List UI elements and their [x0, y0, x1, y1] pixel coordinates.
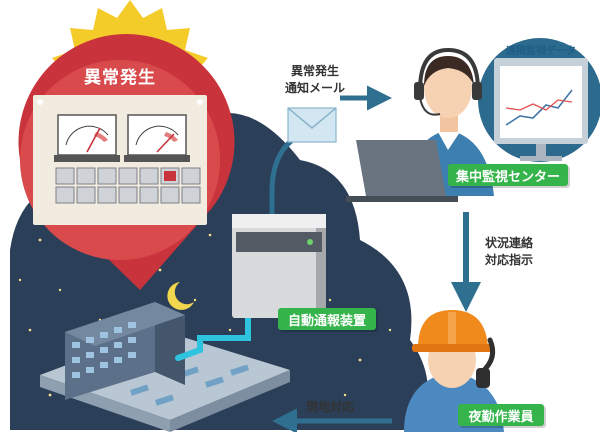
status-contact-line2: 対応指示 — [484, 253, 533, 267]
moon-icon — [167, 282, 194, 310]
auto-device-label: 自動通報装置 — [278, 308, 376, 330]
remote-screen-title: 遠隔監視データ — [506, 45, 576, 57]
signal-cable — [175, 309, 251, 361]
gauge-left-icon — [54, 114, 120, 162]
email-envelope-icon — [287, 107, 337, 143]
remote-monitor-icon — [478, 38, 600, 162]
building-icon — [40, 302, 290, 432]
alarm-lamp-active — [164, 171, 176, 181]
indicator-lamp — [55, 186, 75, 204]
indicator-lamp — [118, 167, 138, 185]
monitoring-center-label: 集中監視センター — [448, 164, 568, 186]
indicator-lamp — [97, 167, 117, 185]
indicator-lamp — [181, 167, 201, 185]
email-notice-label: 異常発生 通知メール — [270, 62, 360, 98]
indicator-panel — [55, 167, 201, 204]
indicator-lamp — [76, 167, 96, 185]
email-notice-line1: 異常発生 — [290, 64, 339, 78]
indicator-lamp — [118, 186, 138, 204]
status-contact-label: 状況連絡 対応指示 — [474, 234, 544, 270]
auto-report-device-icon — [232, 214, 326, 318]
email-notice-line2: 通知メール — [284, 81, 345, 95]
night-worker-icon — [404, 310, 504, 432]
alarm-title: 異常発生 — [84, 67, 156, 88]
gauge-right-icon — [124, 114, 190, 162]
indicator-lamp — [181, 186, 201, 204]
indicator-lamp — [76, 186, 96, 204]
status-contact-line1: 状況連絡 — [484, 236, 533, 250]
night-worker-label: 夜勤作業員 — [458, 404, 544, 426]
onsite-label: 現地対応 — [305, 399, 354, 414]
indicator-lamp — [97, 186, 117, 204]
indicator-lamp — [160, 186, 180, 204]
laptop-icon — [346, 140, 458, 202]
indicator-lamp — [55, 167, 75, 185]
indicator-lamp — [139, 167, 159, 185]
indicator-lamp — [139, 186, 159, 204]
